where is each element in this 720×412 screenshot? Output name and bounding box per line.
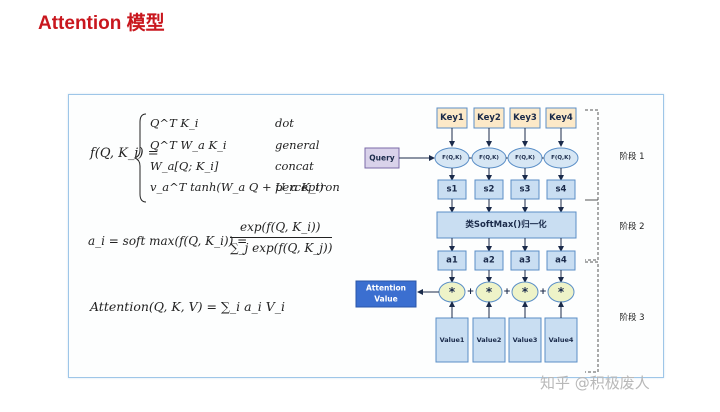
softmax-box — [436, 211, 577, 239]
weight-label-2: a2 — [483, 256, 495, 266]
value-box-3 — [508, 317, 542, 363]
multiply-symbol-3: * — [522, 285, 529, 299]
f-node-label-3: F(Q,K) — [515, 155, 535, 161]
case-perceptron-expr: v_a^T tanh(W_a Q + U_a K_i) — [150, 180, 324, 194]
value-box-4 — [544, 317, 578, 363]
multiply-symbol-1: * — [449, 285, 456, 299]
value-label-4: Value4 — [549, 336, 574, 344]
page-title: Attention 模型 — [38, 13, 165, 34]
case-concat-expr: W_a[Q; K_i] — [150, 159, 219, 173]
case-general-expr: Q^T W_a K_i — [150, 138, 227, 152]
stage-label-3: 阶段 3 — [619, 312, 644, 323]
case-general-name: general — [275, 138, 320, 152]
stage-label-1: 阶段 1 — [619, 151, 644, 162]
plus-symbol-3: + — [539, 287, 547, 297]
query-label: Query — [369, 154, 395, 163]
attention-value-box — [355, 280, 417, 308]
value-box-1 — [435, 317, 469, 363]
f-node-label-4: F(Q,K) — [551, 155, 571, 161]
weight-label-1: a1 — [446, 256, 458, 266]
softmax-label: 类SoftMax()归一化 — [465, 219, 547, 230]
score-label-3: s3 — [520, 185, 531, 195]
attention-value-label-line2: Value — [374, 295, 397, 304]
case-concat-name: concat — [275, 159, 314, 173]
softmax-numerator: exp(f(Q, K_i)) — [240, 220, 321, 234]
multiply-symbol-4: * — [558, 285, 565, 299]
stage-label-2: 阶段 2 — [619, 221, 644, 232]
f-node-label-1: F(Q,K) — [442, 155, 462, 161]
case-dot-name: dot — [275, 116, 294, 130]
attention-formula: Attention(Q, K, V) = ∑_i a_i V_i — [90, 299, 286, 314]
softmax-fraction-bar — [230, 237, 332, 238]
weight-label-3: a3 — [519, 256, 531, 266]
value-label-2: Value2 — [477, 336, 502, 344]
attention-value-label-line1: Attention — [366, 284, 406, 293]
plus-symbol-1: + — [467, 287, 475, 297]
stage-bracket-1 — [585, 109, 599, 201]
stage-bracket-3 — [585, 261, 599, 373]
watermark: 知乎 @积极废人 — [540, 374, 650, 392]
plus-symbol-2: + — [503, 287, 511, 297]
case-dot-expr: Q^T K_i — [150, 116, 199, 130]
f-node-label-2: F(Q,K) — [479, 155, 499, 161]
key-label-4: Key4 — [549, 113, 573, 123]
weight-label-4: a4 — [555, 256, 567, 266]
case-perceptron-name: perceptron — [275, 180, 340, 194]
value-box-2 — [472, 317, 506, 363]
stage-bracket-2 — [585, 199, 599, 261]
key-label-2: Key2 — [477, 113, 501, 123]
key-label-3: Key3 — [513, 113, 537, 123]
key-label-1: Key1 — [440, 113, 464, 123]
score-label-2: s2 — [484, 185, 495, 195]
score-label-4: s4 — [556, 185, 567, 195]
value-label-3: Value3 — [513, 336, 538, 344]
multiply-symbol-2: * — [486, 285, 493, 299]
score-label-1: s1 — [447, 185, 458, 195]
value-label-1: Value1 — [440, 336, 465, 344]
softmax-denominator: ∑_j exp(f(Q, K_j)) — [230, 241, 333, 255]
softmax-lhs: a_i = soft max(f(Q, K_i)) = — [88, 234, 248, 248]
